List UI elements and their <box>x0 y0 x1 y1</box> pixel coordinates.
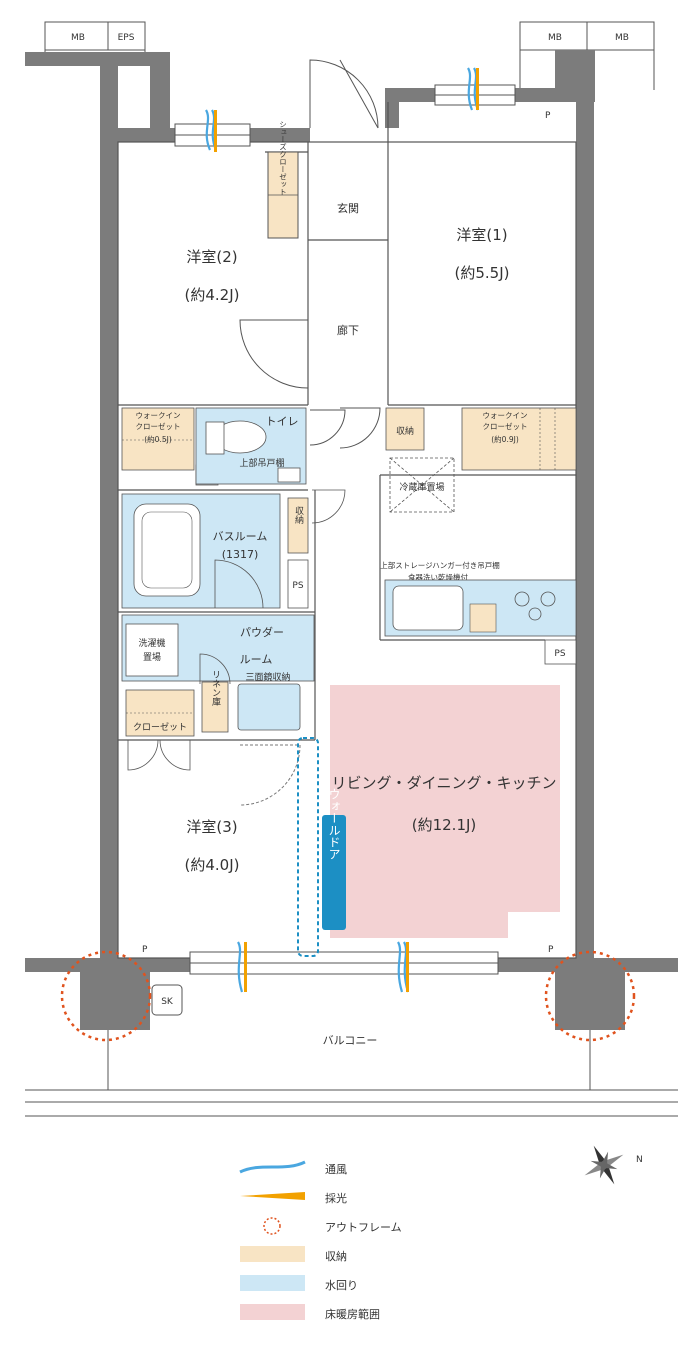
bathroom-size: (1317) <box>222 548 259 561</box>
room2-size: (約4.2J) <box>185 286 240 304</box>
mirror-label: 三面鏡収納 <box>245 671 290 683</box>
window-bottom <box>189 951 499 975</box>
mb-box-right: MB MB <box>519 21 655 90</box>
corridor-label: 廊下 <box>337 323 359 337</box>
wind-light-bottom-2 <box>396 941 410 993</box>
legend-water-swatch <box>240 1275 305 1291</box>
legend: 通風 採光 アウトフレーム 収納 水回り 床暖房範囲 <box>239 1160 402 1321</box>
room1-size: (約5.5J) <box>455 264 510 282</box>
toilet-label: トイレ <box>266 415 299 428</box>
wind-light-top-left <box>204 109 218 152</box>
sk-box <box>151 984 183 1016</box>
wind-light-bottom-1 <box>236 941 247 993</box>
sk-label: SK <box>161 997 174 1007</box>
kitchen-counter: 上部ストレージハンガー付き吊戸棚 食器洗い乾燥機付 <box>380 560 577 637</box>
legend-wind-label: 通風 <box>325 1163 347 1176</box>
room2-name: 洋室(2) <box>186 248 237 266</box>
eps-label: EPS <box>118 33 135 43</box>
toilet-area: トイレ 上部吊戸棚 <box>195 407 307 485</box>
p-marker-3: P <box>548 945 554 955</box>
ps-label-2: PS <box>292 581 303 591</box>
ldk-name: リビング・ダイニング・キッチン <box>331 774 556 792</box>
ps-label-3: PS <box>554 649 565 659</box>
ldk-heating-area: リビング・ダイニング・キッチン (約12.1J) <box>330 685 560 938</box>
p-marker-2: P <box>142 945 148 955</box>
mb-label-3: MB <box>615 33 629 43</box>
balcony-rail <box>25 1030 678 1117</box>
closet-label: クローゼット <box>133 721 187 733</box>
wic-left: ウォークイン クローゼット (約0.5J) <box>121 407 195 471</box>
outframe-left-icon <box>60 950 152 1042</box>
wic-right: ウォークイン クローゼット (約0.9J) <box>461 407 577 471</box>
legend-heating-label: 床暖房範囲 <box>325 1307 380 1321</box>
p-marker-1: P <box>545 111 551 121</box>
legend-storage-label: 収納 <box>325 1250 347 1263</box>
walls <box>25 50 678 1030</box>
powder-room: 洗濯機 置場 パウダー ルーム 三面鏡収納 <box>121 614 315 731</box>
ps-box-2 <box>287 559 309 609</box>
entrance-door <box>309 59 379 129</box>
bathroom: バスルーム (1317) <box>121 493 281 609</box>
legend-outframe-label: アウトフレーム <box>325 1221 402 1234</box>
wic-left-label-2: クローゼット <box>136 421 181 431</box>
wall-door: ウォールドア <box>297 737 346 957</box>
wic-right-label-3: (約0.9J) <box>491 434 519 444</box>
shoes-closet-label: シューズクローゼット <box>278 121 287 196</box>
fridge-label: 冷蔵庫置場 <box>399 481 444 493</box>
door-wic-right <box>339 407 381 449</box>
room3-size: (約4.0J) <box>185 856 240 874</box>
wind-light-top-right <box>466 67 480 111</box>
compass-icon <box>584 1145 624 1185</box>
upper-cabinet-label: 上部吊戸棚 <box>239 457 284 469</box>
fridge-area <box>389 457 455 513</box>
ps-box-3 <box>544 639 577 665</box>
wall-door-label: ウォールドア <box>327 788 341 860</box>
mb-eps-box-left: MB EPS <box>44 21 146 51</box>
room3-name: 洋室(3) <box>186 818 237 836</box>
wic-left-label-1: ウォークイン <box>136 411 181 420</box>
door-room2 <box>239 319 309 389</box>
washer-label-1: 洗濯機 <box>138 637 165 649</box>
linen-storage <box>201 681 229 733</box>
legend-light-icon <box>240 1192 305 1200</box>
wic-right-label-2: クローゼット <box>483 421 528 431</box>
door-storage-bath <box>311 489 346 524</box>
washer-label-2: 置場 <box>143 651 161 663</box>
shoes-closet: シューズクローゼット <box>267 121 299 239</box>
storage-bath <box>287 497 309 554</box>
ldk-size: (約12.1J) <box>412 816 477 834</box>
outframe-right-icon <box>544 950 636 1042</box>
wic-right-label-1: ウォークイン <box>483 411 528 420</box>
entrance-label: 玄関 <box>337 201 359 215</box>
legend-light-label: 採光 <box>325 1191 347 1205</box>
bathroom-label: バスルーム <box>213 530 268 543</box>
interior-outline <box>117 102 577 959</box>
door-toilet <box>309 409 346 446</box>
storage-right: 収納 <box>385 407 425 451</box>
mb-label-1: MB <box>71 33 85 43</box>
linen-label: リネン庫 <box>210 670 221 707</box>
legend-wind-icon <box>239 1160 306 1174</box>
legend-storage-swatch <box>240 1246 305 1262</box>
legend-heating-swatch <box>240 1304 305 1320</box>
storage-bath-label: 収納 <box>293 505 304 525</box>
powder-label-2: ルーム <box>240 653 273 666</box>
kitchen-note-1: 上部ストレージハンガー付き吊戸棚 <box>380 560 499 570</box>
compass-north-label: N <box>636 1155 643 1165</box>
kitchen-note-2: 食器洗い乾燥機付 <box>408 572 468 582</box>
storage-label: 収納 <box>396 425 414 437</box>
room1-name: 洋室(1) <box>456 226 507 244</box>
powder-label-1: パウダー <box>240 625 284 639</box>
mb-label-2: MB <box>548 33 562 43</box>
legend-outframe-icon <box>263 1217 281 1235</box>
legend-water-label: 水回り <box>325 1279 358 1292</box>
closet-room3: クローゼット <box>125 689 195 771</box>
wic-left-label-3: (約0.5J) <box>144 434 172 444</box>
door-room3 <box>239 744 301 806</box>
balcony-label: バルコニー <box>323 1034 378 1047</box>
